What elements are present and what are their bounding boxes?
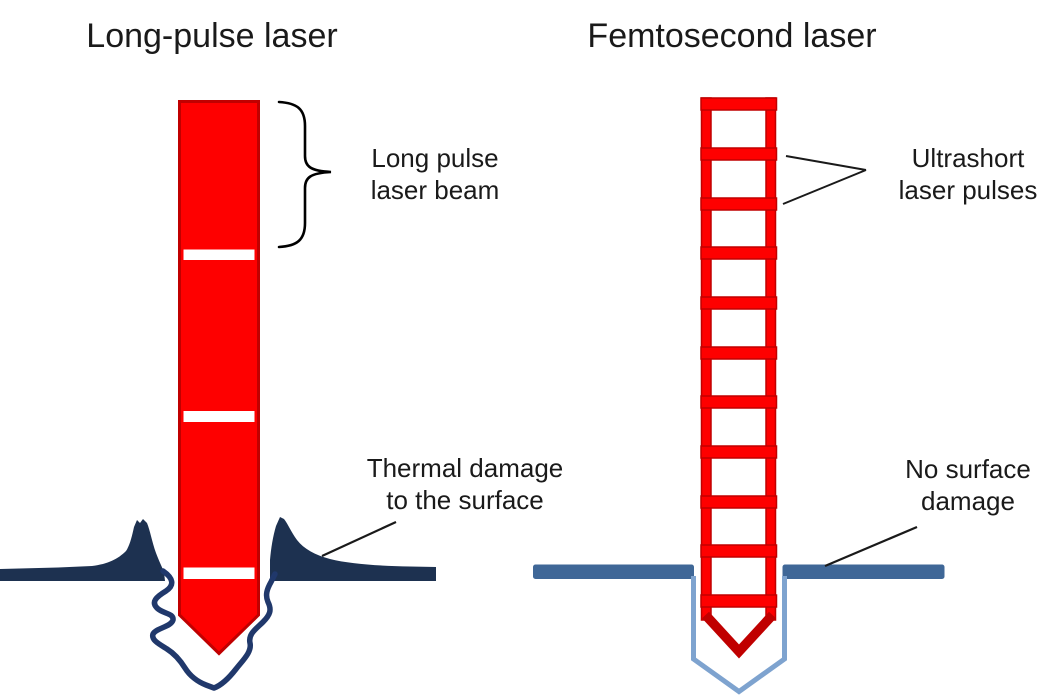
pulses-leader-lines bbox=[782, 155, 867, 205]
pulse-rung bbox=[700, 147, 778, 161]
pulse-rung bbox=[700, 445, 778, 459]
no-damage-leader-line bbox=[824, 525, 918, 568]
pulses-leader-line-bottom bbox=[782, 169, 867, 205]
brace bbox=[277, 100, 332, 249]
pulse-rung bbox=[700, 594, 778, 608]
pulse-rung bbox=[700, 495, 778, 509]
pulse-rung bbox=[700, 97, 778, 111]
melt-boundary-curve bbox=[149, 568, 278, 691]
surface-slag-left bbox=[0, 519, 165, 581]
beam-gap bbox=[183, 411, 255, 422]
beam-tip-outline bbox=[702, 611, 776, 659]
undamaged-surface bbox=[533, 564, 945, 695]
damaged-surface bbox=[0, 517, 436, 691]
left-panel-title: Long-pulse laser bbox=[86, 17, 338, 55]
surface-bar-right bbox=[782, 564, 945, 579]
pulses-leader-line-top bbox=[785, 155, 867, 171]
surface-bar-left bbox=[533, 564, 694, 579]
pulse-rung bbox=[700, 544, 778, 558]
thermal-damage-label: Thermal damage to the surface bbox=[366, 453, 564, 515]
femtosecond-pulse-train bbox=[700, 97, 778, 659]
beam-gap bbox=[183, 567, 255, 579]
thermal-damage-leader-line bbox=[321, 521, 397, 557]
pulse-rung bbox=[700, 197, 778, 211]
long-pulse-beam bbox=[178, 100, 260, 656]
ablation-channel-outline bbox=[691, 576, 787, 695]
pulse-rung bbox=[700, 395, 778, 409]
beam-gap bbox=[183, 249, 255, 260]
pulse-rung bbox=[700, 346, 778, 360]
ultrashort-pulses-label: Ultrashort laser pulses bbox=[898, 143, 1038, 205]
long-pulse-beam-label: Long pulse laser beam bbox=[370, 143, 500, 205]
pulse-rungs bbox=[700, 97, 778, 608]
no-surface-damage-label: No surface damage bbox=[905, 454, 1031, 516]
pulse-rung bbox=[700, 246, 778, 260]
long-pulse-beam-body bbox=[178, 100, 260, 656]
surface-slag-right bbox=[270, 517, 436, 581]
pulse-rung bbox=[700, 296, 778, 310]
right-panel-title: Femtosecond laser bbox=[587, 17, 877, 55]
